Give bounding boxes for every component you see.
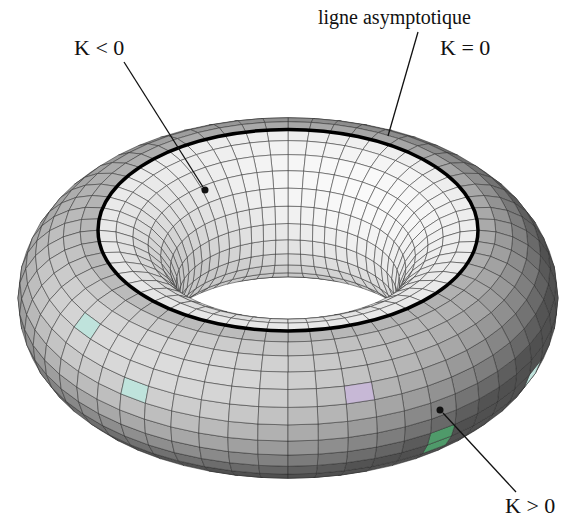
leader-line <box>443 413 516 492</box>
surface-patch <box>398 369 428 394</box>
asymptotic-line <box>98 130 478 331</box>
surface-patch <box>262 254 276 266</box>
surface-patch <box>288 389 317 408</box>
surface-patch <box>288 341 313 356</box>
surface-patch <box>272 273 288 278</box>
surface-patch <box>317 404 347 424</box>
surface-patch <box>344 382 374 404</box>
surface-patch <box>263 341 288 356</box>
surface-patch <box>274 188 288 206</box>
surface-patch <box>98 230 117 242</box>
surface-patch <box>288 440 318 455</box>
surface-patch <box>288 454 318 466</box>
surface-patch <box>275 254 288 266</box>
surface-patch <box>239 227 251 246</box>
surface-patch <box>301 254 315 266</box>
surface-patch <box>272 171 288 189</box>
surface-patch <box>125 360 154 386</box>
surface-patch <box>288 465 317 474</box>
surface-patch <box>300 224 313 241</box>
surface-patch <box>258 407 288 425</box>
surface-patch <box>228 421 258 440</box>
surface-patch <box>235 353 263 371</box>
surface-patch <box>288 355 315 372</box>
surface-patch <box>288 188 302 206</box>
surface-patch <box>315 369 344 389</box>
surface-patch <box>313 225 326 243</box>
surface-patch <box>271 155 288 172</box>
leader-line <box>124 62 203 187</box>
surface-patch <box>301 207 315 226</box>
surface-patch <box>260 189 275 208</box>
surface-patch <box>263 240 276 255</box>
annotation-label: K > 0 <box>505 494 555 518</box>
surface-patch <box>288 273 304 278</box>
surface-patch <box>238 339 265 355</box>
surface-patch <box>313 353 341 371</box>
surface-patch <box>251 241 264 257</box>
surface-patch <box>288 407 318 425</box>
surface-patch <box>258 424 288 441</box>
surface-patch <box>311 339 338 355</box>
surface-patch <box>459 230 478 242</box>
surface-patch <box>276 224 289 241</box>
surface-patch <box>262 207 276 226</box>
surface-patch <box>324 227 336 246</box>
surface-patch <box>300 240 313 255</box>
surface-patch <box>249 208 263 227</box>
surface-patch <box>251 225 264 243</box>
annotation-label: K = 0 <box>440 36 490 60</box>
surface-patch <box>288 240 301 254</box>
surface-patch <box>98 219 117 232</box>
surface-patch <box>288 224 301 241</box>
surface-patch <box>288 254 301 266</box>
surface-patch <box>301 189 316 208</box>
annotation-label: ligne asymptotique <box>318 6 471 28</box>
surface-patch <box>263 224 276 241</box>
surface-patch <box>174 376 204 399</box>
surface-patch <box>316 386 346 406</box>
surface-patch <box>288 424 318 441</box>
surface-patch <box>259 389 288 408</box>
surface-patch <box>288 371 316 389</box>
surface-patch <box>269 141 288 156</box>
surface-patch <box>459 219 478 232</box>
surface-patch <box>258 440 288 455</box>
surface-patch <box>288 155 305 172</box>
surface-patch <box>260 371 288 389</box>
surface-patch <box>261 355 288 372</box>
surface-patch <box>371 376 401 399</box>
surface-patch <box>288 206 301 224</box>
surface-patch <box>201 382 231 404</box>
surface-patch <box>313 241 326 257</box>
surface-patch <box>422 360 451 386</box>
surface-patch <box>149 369 179 394</box>
surface-patch <box>230 386 260 406</box>
surface-patch <box>232 369 261 389</box>
surface-patch <box>288 141 307 156</box>
surface-patch <box>259 465 288 474</box>
surface-patch <box>276 240 289 254</box>
annotation-label: K < 0 <box>74 36 124 60</box>
surface-patch <box>228 404 258 424</box>
surface-patch <box>318 421 348 440</box>
surface-patch <box>275 206 288 224</box>
surface-patch <box>288 171 304 189</box>
surface-patch <box>274 265 288 273</box>
point-marker <box>437 407 444 414</box>
surface-patch <box>313 208 327 227</box>
surface-patch <box>258 454 288 466</box>
surface-patch <box>288 265 302 273</box>
point-marker <box>202 187 209 194</box>
leader-line <box>388 32 418 136</box>
